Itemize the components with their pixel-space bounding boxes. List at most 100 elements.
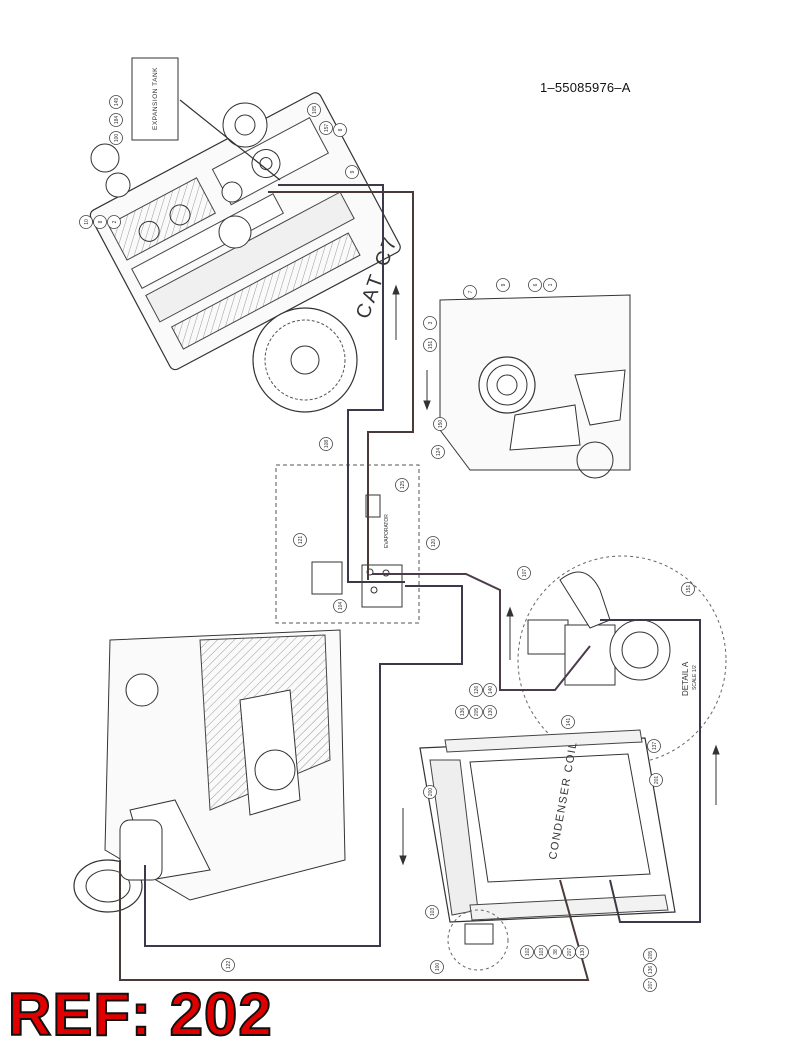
hose-120 [268, 191, 414, 580]
callout-bubble [534, 945, 548, 959]
callout-bubble [425, 905, 439, 919]
callout-bubble [528, 278, 542, 292]
engine-front-pulleys [90, 102, 268, 249]
callout-bubble [496, 278, 510, 292]
callout-number: 120 [431, 539, 437, 548]
callout-bubble [345, 165, 359, 179]
callout-bubble [79, 215, 93, 229]
evaporator-label: EVAPORATOR [384, 514, 390, 548]
callout-bubble [649, 773, 663, 787]
callout-number: 8 [338, 128, 344, 131]
callout-bubble [681, 582, 695, 596]
callout-number: 9 [501, 283, 507, 286]
callout-number: 6 [533, 283, 539, 286]
callout-number: 151 [428, 341, 434, 350]
callout-bubble [575, 945, 589, 959]
callout-number: 207 [567, 948, 573, 957]
callout-number: 121 [298, 536, 304, 545]
flow-arrows [392, 284, 720, 866]
callout-bubble [469, 705, 483, 719]
callout-bubble [293, 533, 307, 547]
callout-number: 137 [652, 742, 658, 751]
callout-number: 104 [338, 602, 344, 611]
document-number: 1–55085976–A [540, 80, 631, 95]
callout-number: 8 [98, 220, 104, 223]
callout-bubble [455, 705, 469, 719]
callout-bubble [319, 437, 333, 451]
callout-bubble [319, 121, 333, 135]
hose-121 [278, 184, 405, 583]
callout-bubble [643, 948, 657, 962]
callout-bubble [463, 285, 477, 299]
callout-number: 207 [648, 981, 654, 990]
callout-number: 10 [84, 219, 90, 225]
callout-number: 2 [112, 220, 118, 223]
callout-bubble [426, 536, 440, 550]
ac-compressor [73, 819, 163, 913]
callout-number: 108 [324, 440, 330, 449]
callout-bubble [469, 683, 483, 697]
callout-number: 184 [114, 116, 120, 125]
callout-bubble [431, 445, 445, 459]
callout-number: 201 [654, 776, 660, 785]
reference-badge: REF: 202 [7, 981, 273, 1048]
callout-number: 103 [430, 908, 436, 917]
detail-a-label: DETAIL A [681, 661, 690, 696]
callout-number: 200 [428, 788, 434, 797]
callout-bubble [643, 978, 657, 992]
callout-number: 100 [114, 134, 120, 143]
callout-bubble [333, 599, 347, 613]
callout-number: 102 [525, 948, 531, 957]
callout-number: 149 [114, 98, 120, 107]
callout-number: 136 [460, 708, 466, 717]
callout-number: 141 [566, 718, 572, 727]
callout-number: 157 [324, 124, 330, 133]
hose-122 [119, 860, 590, 981]
callout-number: 1 [548, 283, 554, 286]
callout-number: 9 [350, 170, 356, 173]
callout-number: 205 [474, 708, 480, 717]
callout-bubble [221, 958, 235, 972]
receiver-drier [447, 909, 509, 971]
callout-number: 107 [522, 569, 528, 578]
callout-bubble [423, 338, 437, 352]
callout-number: 3 [428, 321, 434, 324]
callout-bubble [647, 739, 661, 753]
hose-124 [372, 573, 591, 691]
callout-bubble [548, 945, 562, 959]
expansion-tank-label: EXPANSION TANK [152, 67, 159, 130]
hose-125 [144, 585, 463, 947]
hose-routing [119, 99, 701, 981]
detail-a: DETAIL A SCALE 1/2 [517, 555, 727, 765]
water-pump-view [439, 294, 631, 479]
callout-bubble [93, 215, 107, 229]
callout-number: 126 [474, 686, 480, 695]
expansion-tank: EXPANSION TANK [131, 57, 179, 141]
callout-bubble [109, 113, 123, 127]
callout-number: 7 [468, 290, 474, 293]
callout-number: 136 [648, 966, 654, 975]
detail-a-scale: SCALE 1/2 [692, 665, 698, 690]
callout-bubble [483, 705, 497, 719]
callout-number: 130 [488, 708, 494, 717]
callout-bubble [520, 945, 534, 959]
callout-number: 130 [580, 948, 586, 957]
callout-bubble [395, 478, 409, 492]
callout-bubble [307, 103, 321, 117]
callout-bubble [109, 131, 123, 145]
callout-bubble [423, 785, 437, 799]
callout-number: 122 [226, 961, 232, 970]
callout-bubble [107, 215, 121, 229]
hose-128 [600, 619, 701, 923]
engine-flywheel [252, 307, 358, 413]
callout-number: 151 [686, 585, 692, 594]
callout-number: 125 [400, 481, 406, 490]
lower-engine-view [104, 629, 346, 901]
callout-bubble [483, 683, 497, 697]
callout-bubble [561, 715, 575, 729]
callout-bubble [643, 963, 657, 977]
callout-bubble [333, 123, 347, 137]
callout-number: 140 [488, 686, 494, 695]
callout-number: 103 [539, 948, 545, 957]
